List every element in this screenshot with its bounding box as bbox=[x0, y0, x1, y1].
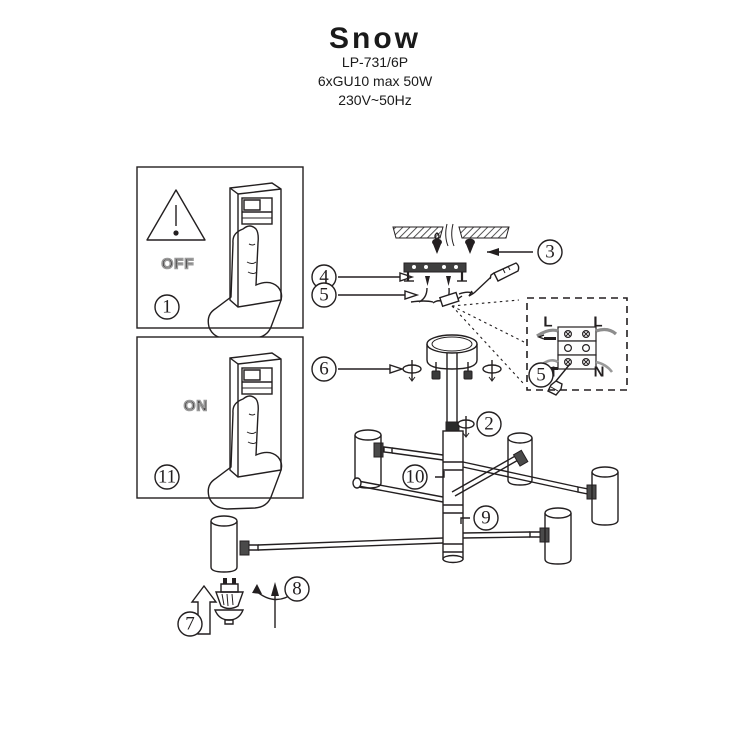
terminal-block-icon bbox=[557, 326, 597, 370]
lamp-arm bbox=[352, 477, 444, 503]
mounting-bracket bbox=[403, 232, 475, 286]
svg-text:6: 6 bbox=[319, 359, 329, 380]
screw-symbol bbox=[402, 360, 422, 382]
screwdriver-icon bbox=[468, 262, 520, 297]
off-label: OFF bbox=[162, 256, 195, 273]
hand-pointing-icon bbox=[207, 225, 283, 340]
segmented-central-column bbox=[442, 430, 464, 564]
screwdriver-icon bbox=[547, 363, 571, 396]
svg-text:1: 1 bbox=[162, 297, 172, 318]
terminal-label-L2: L bbox=[593, 314, 602, 331]
callout-2: 2 bbox=[476, 411, 502, 437]
rod-screw-symbol bbox=[457, 416, 475, 438]
screw-symbol bbox=[482, 360, 502, 382]
callout-5: 5 bbox=[311, 282, 420, 308]
hand-pointing-icon bbox=[207, 395, 283, 510]
step-number-11: 11 bbox=[154, 464, 180, 490]
terminal-detail-box: L L N N 5 bbox=[526, 297, 628, 396]
wall-switch-icon bbox=[229, 352, 282, 478]
warning-triangle-icon bbox=[146, 189, 206, 241]
terminal-label-N2: N bbox=[594, 364, 605, 381]
svg-text:9: 9 bbox=[481, 508, 491, 529]
switch-on-panel: ON 11 bbox=[136, 336, 304, 510]
step-number-1: 1 bbox=[154, 294, 180, 320]
bulb-twist-arrow: 8 bbox=[252, 576, 310, 628]
lamp-head bbox=[210, 515, 238, 573]
on-label: ON bbox=[184, 398, 209, 415]
step-number-5-detail: 5 bbox=[528, 362, 554, 388]
wire-connector bbox=[410, 291, 474, 308]
callout-3: 3 bbox=[487, 239, 563, 265]
switch-off-panel: OFF 1 bbox=[136, 166, 304, 340]
svg-text:11: 11 bbox=[158, 467, 176, 488]
lamp-arm bbox=[451, 449, 529, 497]
callout-4: 4 bbox=[311, 264, 415, 290]
svg-text:10: 10 bbox=[406, 467, 425, 488]
voltage-spec: 230V~50Hz bbox=[338, 92, 412, 108]
lamp-head bbox=[544, 507, 572, 565]
callout-6: 6 bbox=[311, 356, 405, 382]
lamp-arm bbox=[239, 537, 444, 556]
lamp-arm bbox=[373, 442, 444, 461]
lamp-head bbox=[591, 466, 619, 526]
svg-text:5: 5 bbox=[536, 365, 546, 386]
lamp-arm bbox=[462, 527, 550, 543]
central-rod bbox=[445, 353, 460, 432]
canopy-screws bbox=[431, 362, 473, 380]
svg-text:4: 4 bbox=[319, 267, 329, 288]
terminal-label-L1: L bbox=[543, 314, 552, 331]
ceiling-surface bbox=[392, 223, 510, 247]
svg-text:5: 5 bbox=[319, 285, 329, 306]
detail-leader-lines bbox=[451, 299, 527, 384]
svg-text:2: 2 bbox=[484, 414, 494, 435]
bulb-insert-arrow: 7 bbox=[177, 584, 218, 637]
product-title: Snow bbox=[329, 22, 421, 55]
callout-10: 10 bbox=[402, 464, 445, 490]
callout-9: 9 bbox=[460, 505, 499, 531]
gu10-bulb-icon bbox=[213, 578, 245, 625]
svg-text:3: 3 bbox=[545, 242, 555, 263]
lamp-head bbox=[507, 432, 533, 486]
canopy bbox=[426, 334, 478, 370]
svg-text:8: 8 bbox=[292, 579, 302, 600]
svg-text:7: 7 bbox=[185, 614, 195, 635]
product-model: LP-731/6P bbox=[341, 54, 409, 70]
lamp-spec: 6xGU10 max 50W bbox=[317, 73, 433, 89]
